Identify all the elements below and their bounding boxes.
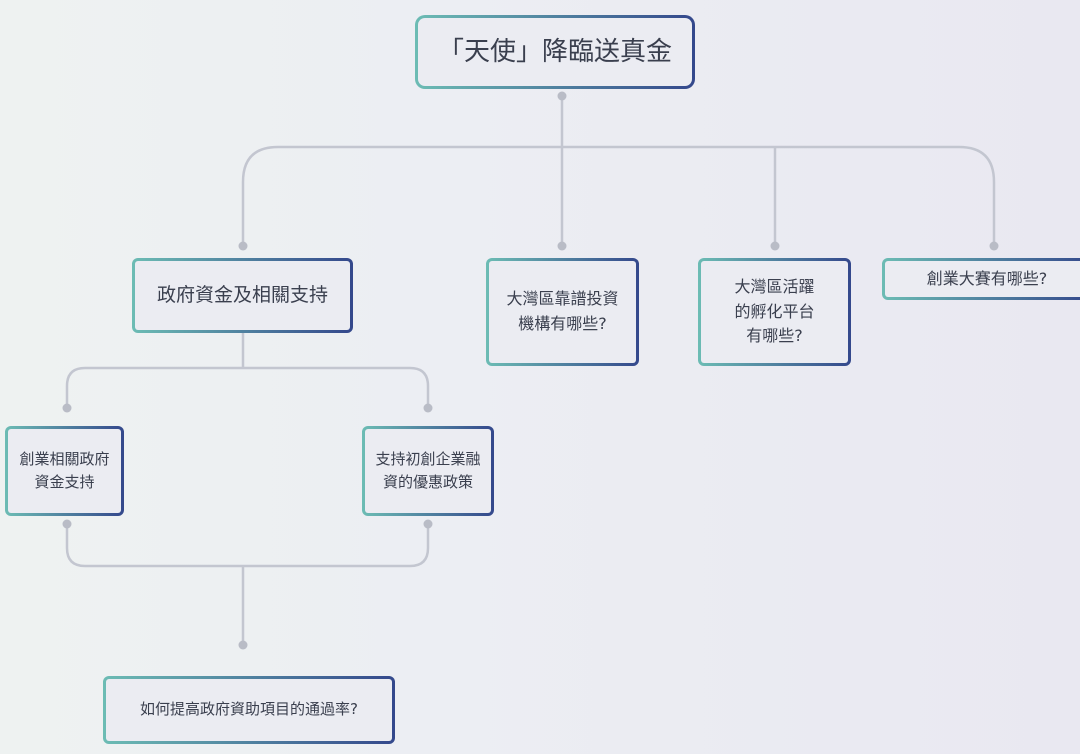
node-text: 的孵化平台 <box>734 301 815 321</box>
node-conclusion: 如何提高政府資助項目的通過率? <box>103 676 395 744</box>
node-gov-support: 政府資金及相關支持 <box>132 258 353 333</box>
connector-dot <box>62 519 72 529</box>
node-text: 「天使」降臨送真金 <box>437 36 672 67</box>
connector-top-bus <box>241 145 996 246</box>
node-text: 大灣區靠譜投資 <box>506 289 619 309</box>
node-text: 創業大賽有哪些? <box>926 268 1048 288</box>
connector-dot <box>238 640 248 650</box>
connector-dot <box>770 241 780 251</box>
node-incubators: 大灣區活躍 的孵化平台 有哪些? <box>698 258 851 366</box>
node-competitions: 創業大賽有哪些? <box>882 258 1080 300</box>
connector-dot <box>557 241 567 251</box>
connector-bottom-bus <box>65 524 430 568</box>
connector-gov-bus <box>65 366 430 408</box>
connector-dot <box>423 403 433 413</box>
node-financing-policies: 支持初創企業融 資的優惠政策 <box>362 426 494 516</box>
node-startup-gov-funding: 創業相關政府 資金支持 <box>5 426 124 516</box>
root-node: 「天使」降臨送真金 <box>415 15 695 89</box>
connector-dot <box>557 91 567 101</box>
node-text: 有哪些? <box>746 326 803 346</box>
node-text: 資金支持 <box>34 473 95 491</box>
connector-dot <box>989 241 999 251</box>
connector-dot <box>423 519 433 529</box>
node-text: 創業相關政府 <box>19 449 110 468</box>
node-text: 資的優惠政策 <box>382 473 473 491</box>
node-text: 支持初創企業融 <box>375 449 481 468</box>
connector-dot <box>238 241 248 251</box>
node-text: 如何提高政府資助項目的通過率? <box>140 700 358 719</box>
node-text: 機構有哪些? <box>518 314 607 333</box>
node-text: 政府資金及相關支持 <box>156 283 328 306</box>
node-text: 大灣區活躍 <box>734 276 815 296</box>
node-investors: 大灣區靠譜投資 機構有哪些? <box>486 258 639 366</box>
connector-dot <box>62 403 72 413</box>
